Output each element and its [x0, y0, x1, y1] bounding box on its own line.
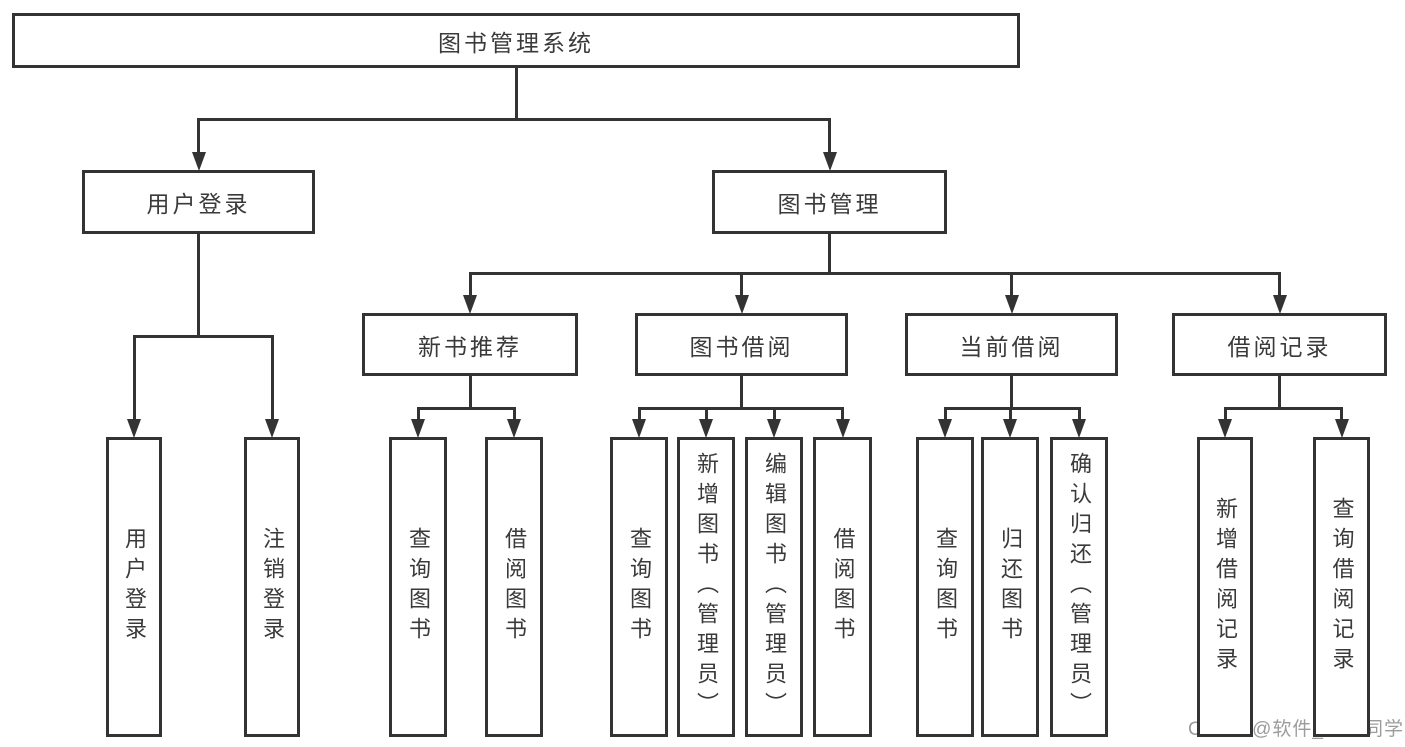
arrowhead-down-icon — [938, 419, 952, 438]
arrowhead-down-icon — [507, 419, 521, 438]
connector-line — [841, 407, 844, 421]
connector-line — [1278, 272, 1281, 297]
node-leaf-cb-query: 查询图书 — [916, 437, 974, 737]
connector-line — [416, 407, 516, 410]
arrowhead-down-icon — [1072, 419, 1086, 438]
connector-line — [468, 376, 472, 410]
node-label-leaf-user-login: 用户登录 — [122, 527, 147, 647]
connector-line — [468, 272, 1281, 275]
connector-line — [132, 335, 274, 338]
node-label-leaf-cb-confirm: 确认归还（管理员） — [1067, 452, 1092, 722]
connector-line — [1077, 407, 1081, 421]
connector-line — [468, 272, 472, 297]
node-leaf-nbr-borrow: 借阅图书 — [485, 437, 543, 737]
node-leaf-br-query: 查询借阅记录 — [1313, 437, 1370, 737]
node-label-leaf-cb-query: 查询图书 — [933, 527, 958, 647]
node-label-leaf-nbr-query: 查询图书 — [406, 527, 431, 647]
node-leaf-br-add: 新增借阅记录 — [1197, 437, 1253, 737]
connector-line — [828, 118, 831, 154]
node-book-mgmt: 图书管理 — [712, 170, 947, 234]
node-leaf-logout: 注销登录 — [244, 437, 300, 737]
node-label-user-login: 用户登录 — [146, 191, 251, 217]
connector-line — [1010, 376, 1013, 410]
node-label-leaf-nbr-borrow: 借阅图书 — [502, 527, 527, 647]
node-leaf-cb-confirm: 确认归还（管理员） — [1050, 437, 1108, 737]
connector-line — [637, 407, 844, 410]
arrowhead-down-icon — [1334, 419, 1349, 438]
arrowhead-down-icon — [127, 419, 141, 438]
arrowhead-down-icon — [1218, 419, 1232, 438]
connector-line — [1340, 407, 1343, 421]
arrowhead-down-icon — [411, 419, 425, 438]
arrowhead-down-icon — [734, 295, 749, 314]
node-label-new-book-rec: 新书推荐 — [418, 333, 522, 360]
node-leaf-nbr-query: 查询图书 — [389, 437, 447, 737]
arrowhead-down-icon — [835, 419, 850, 438]
arrowhead-down-icon — [463, 295, 477, 314]
arrowhead-down-icon — [699, 419, 713, 438]
node-label-borrow-records: 借阅记录 — [1227, 333, 1332, 360]
arrowhead-down-icon — [767, 419, 781, 438]
connector-line — [704, 407, 708, 421]
node-label-leaf-bb-query: 查询图书 — [627, 527, 652, 647]
connector-line — [828, 234, 831, 275]
connector-line — [1008, 407, 1012, 421]
node-label-leaf-bb-edit: 编辑图书（管理员） — [762, 452, 787, 722]
node-label-leaf-br-add: 新增借阅记录 — [1213, 497, 1238, 677]
node-current-borrow: 当前借阅 — [905, 313, 1118, 376]
arrowhead-down-icon — [1003, 419, 1017, 438]
arrowhead-down-icon — [822, 152, 837, 171]
connector-line — [943, 407, 1081, 410]
node-label-book-mgmt: 图书管理 — [777, 191, 882, 217]
connector-line — [1278, 376, 1281, 410]
connector-line — [1010, 272, 1013, 297]
node-label-current-borrow: 当前借阅 — [959, 333, 1064, 360]
node-book-borrow: 图书借阅 — [635, 313, 848, 376]
connector-line — [740, 272, 743, 297]
node-leaf-bb-edit: 编辑图书（管理员） — [745, 437, 803, 737]
node-borrow-records: 借阅记录 — [1172, 313, 1387, 376]
connector-line — [772, 407, 776, 421]
connector-line — [416, 407, 420, 421]
connector-line — [270, 335, 274, 421]
arrowhead-down-icon — [632, 419, 646, 438]
arrowhead-down-icon — [1272, 295, 1287, 314]
node-leaf-bb-add: 新增图书（管理员） — [677, 437, 735, 737]
connector-line — [512, 407, 516, 421]
connector-line — [637, 407, 641, 421]
connector-line — [132, 335, 136, 421]
node-new-book-rec: 新书推荐 — [362, 313, 578, 376]
connector-line — [197, 118, 831, 121]
node-label-book-borrow: 图书借阅 — [689, 333, 794, 360]
node-label-leaf-br-query: 查询借阅记录 — [1329, 497, 1355, 677]
node-leaf-cb-return: 归还图书 — [981, 437, 1039, 737]
connector-line — [514, 68, 518, 121]
node-leaf-user-login: 用户登录 — [106, 437, 162, 737]
connector-line — [943, 407, 947, 421]
connector-line — [1223, 407, 1227, 421]
node-label-leaf-bb-add: 新增图书（管理员） — [694, 452, 719, 722]
connector-line — [1223, 407, 1343, 410]
connector-line — [197, 234, 200, 338]
arrowhead-down-icon — [265, 419, 279, 438]
arrowhead-down-icon — [1004, 295, 1019, 314]
node-label-leaf-cb-return: 归还图书 — [998, 527, 1023, 647]
node-leaf-bb-borrow: 借阅图书 — [813, 437, 872, 737]
node-label-leaf-bb-borrow: 借阅图书 — [830, 527, 856, 647]
connector-line — [197, 118, 200, 154]
connector-line — [740, 376, 743, 410]
node-label-leaf-logout: 注销登录 — [260, 527, 285, 647]
arrowhead-down-icon — [191, 152, 206, 171]
node-leaf-bb-query: 查询图书 — [610, 437, 668, 737]
node-root: 图书管理系统 — [12, 13, 1020, 68]
node-user-login: 用户登录 — [82, 170, 315, 234]
node-label-root: 图书管理系统 — [438, 29, 594, 56]
